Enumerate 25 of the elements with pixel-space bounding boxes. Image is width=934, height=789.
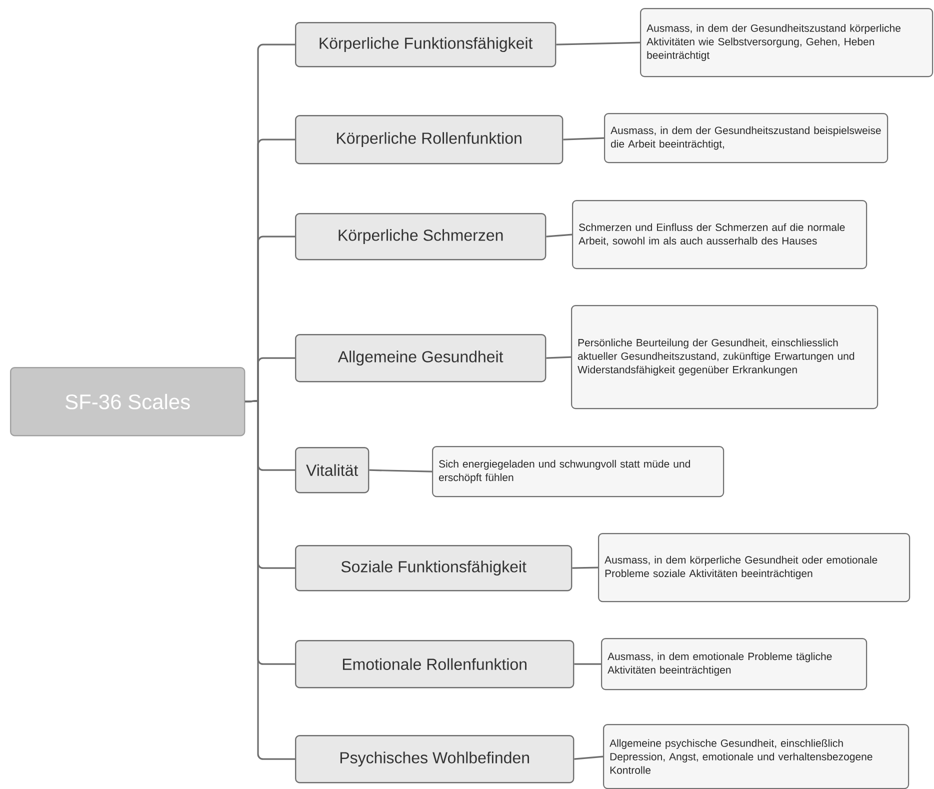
description-box: Sich energiegeladen und schwungvoll statt müde und erschöpft fühlen	[432, 446, 724, 498]
connector-line	[546, 234, 572, 238]
scale-box: Körperliche Rollenfunktion	[295, 115, 564, 164]
connector-line	[369, 469, 432, 472]
scale-box: Psychisches Wohlbefinden	[295, 735, 574, 784]
scale-box: Emotionale Rollenfunktion	[295, 640, 574, 688]
connector-line	[574, 756, 604, 760]
scale-box: Körperliche Funktionsfähigkeit	[295, 22, 556, 68]
description-box: Ausmass, in dem körperliche Gesundheit oder emotionale Probleme soziale Aktivitäten beeinträchtigen	[598, 533, 910, 602]
connector-line	[574, 663, 601, 665]
scale-box: Soziale Funktionsfähigkeit	[295, 545, 572, 592]
scale-box: Körperliche Schmerzen	[295, 213, 546, 260]
description-box: Schmerzen und Einfluss der Schmerzen auf die normale Arbeit, sowohl im als auch ausserhalb des Hauses	[572, 200, 868, 270]
description-box: Ausmass, in dem der Gesundheitszustand beispielsweise die Arbeit beeinträchtigt,	[604, 113, 888, 164]
connector-line	[546, 356, 572, 359]
branch-connector	[245, 400, 295, 760]
description-box: Ausmass, in dem der Gesundheitszustand körperliche Aktivitäten wie Selbstversorgung, Gehen, Heben beeinträchtigt	[640, 8, 934, 78]
description-box: Persönliche Beurteilung der Gesundheit, einschliesslich aktueller Gesundheitszustand, zukünftige Erwartungen und Widerstandsfähigkeit gegenüber Erkrankungen	[571, 305, 878, 410]
scale-box: Allgemeine Gesundheit	[295, 334, 546, 382]
description-box: Ausmass, in dem emotionale Probleme tägliche Aktivitäten beeinträchtigen	[601, 638, 868, 690]
connector-line	[556, 42, 640, 46]
connector-line	[572, 566, 598, 569]
connector-line	[563, 137, 604, 140]
description-box: Allgemeine psychische Gesundheit, einschließlich Depression, Angst, emotionale und verhaltensbezogene Kontrolle	[603, 724, 910, 789]
scale-box: Vitalität	[295, 447, 370, 494]
